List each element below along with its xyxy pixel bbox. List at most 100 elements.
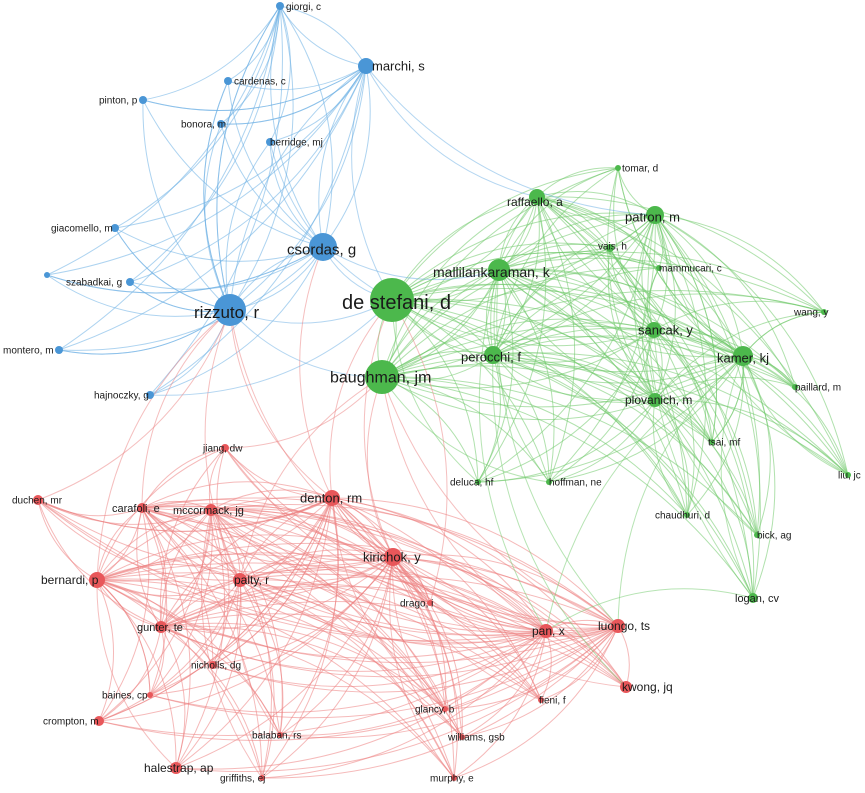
node-montero[interactable] [55,346,63,354]
edge-blue [365,65,538,198]
edge-green [492,354,656,403]
node-sancak[interactable] [646,322,662,338]
node-raffaello[interactable] [529,189,545,205]
node-deluca[interactable] [475,479,481,485]
edge-red [175,630,547,770]
node-berridge[interactable] [266,138,274,146]
edge-red [141,507,394,567]
node-label-patron: patron, m [625,210,680,225]
node-giorgi[interactable] [276,2,284,10]
node-paillard[interactable] [792,384,798,390]
node-label-crompton: crompton, m [43,717,99,728]
node-liu[interactable] [845,472,851,478]
node-glancy[interactable] [442,706,448,712]
node-label-kirichok: kirichok, y [363,550,421,565]
node-label-jiang: jiang, dw [202,444,243,455]
edge-red [239,376,383,581]
node-label-cardenas: cardenas, c [234,77,286,88]
node-denton[interactable] [324,490,340,506]
edge-green [492,214,656,356]
node-label-mccormack: mccormack, jg [173,505,244,517]
node-baughman[interactable] [365,360,399,394]
node-duchen[interactable] [33,495,43,505]
node-plovanich[interactable] [648,393,662,407]
node-jiang[interactable] [221,444,229,452]
node-rizzuto[interactable] [214,294,246,326]
node-tsai[interactable] [709,439,715,445]
node-mccormack[interactable] [205,504,217,516]
node-csordas[interactable] [309,233,337,261]
node-mallilankaraman[interactable] [488,259,510,281]
node-murphy[interactable] [451,775,457,781]
node-hajnoczky[interactable] [146,391,154,399]
node-label-giacomello: giacomello, m [51,224,113,235]
node-drago[interactable] [427,600,433,606]
node-perocchi[interactable] [484,346,502,364]
node-luongo[interactable] [611,619,625,633]
edge-green [498,243,611,271]
edge-red [96,579,162,628]
node-label-pan: pan, x [532,624,565,638]
edge-green [492,354,758,536]
edge-red [141,481,333,509]
node-mammucari[interactable] [656,265,662,271]
edge-green [536,196,849,476]
node-tomar[interactable] [615,165,621,171]
edge-green [742,355,849,476]
node-pan[interactable] [539,624,553,638]
node-carafoli[interactable] [137,503,147,513]
node-kwong[interactable] [620,681,632,693]
network-nodes [33,2,851,781]
edge-red [329,299,393,499]
node-label-destefani: de stefani, d [342,292,451,314]
node-bernardi[interactable] [89,572,105,588]
node-gunter[interactable] [155,621,167,633]
node-patron[interactable] [646,206,664,224]
edge-red [141,507,168,696]
edge-green [686,355,745,516]
node-williams[interactable] [459,734,465,740]
node-palty[interactable] [233,573,247,587]
node-bick[interactable] [754,532,760,538]
node-vais[interactable] [606,244,614,252]
edge-red [96,556,394,603]
node-label-perocchi: perocchi, f [461,350,521,365]
node-kamer[interactable] [733,346,753,366]
node-szabadkai[interactable] [126,278,134,286]
node-label-raffaello: raffaello, a [507,195,563,209]
edge-green [653,329,758,536]
node-hoffman[interactable] [546,479,552,485]
node-label-mammucari: mammucari, c [659,264,722,275]
edge-green [545,355,744,632]
node-wang[interactable] [821,309,827,315]
edge-red [96,309,231,581]
node-label-chaudhuri: chaudhuri, d [655,511,710,522]
node-fieni[interactable] [538,697,544,703]
node-balaban[interactable] [277,732,283,738]
edge-red [96,579,177,769]
node-label-glancy: glancy, b [415,705,455,716]
edge-green [654,214,707,516]
node-logan[interactable] [748,593,758,603]
node-halestrap[interactable] [170,762,182,774]
edge-blue [46,5,281,276]
node-cardenas[interactable] [224,77,232,85]
node-bonora[interactable] [217,120,225,128]
edge-green [658,267,744,357]
node-nicholls[interactable] [209,661,217,669]
node-griffiths[interactable] [259,775,265,781]
edge-green [536,167,619,198]
node-giacomello[interactable] [111,224,119,232]
node-chaudhuri[interactable] [684,512,690,518]
node-unlabeled1[interactable] [44,272,50,278]
node-label-halestrap: halestrap, ap [144,761,214,775]
node-pinton[interactable] [139,96,147,104]
node-marchi[interactable] [358,58,374,74]
node-destefani[interactable] [370,278,414,322]
node-baines[interactable] [147,692,153,698]
edge-red [96,579,463,738]
node-kirichok[interactable] [384,548,402,566]
node-crompton[interactable] [94,716,104,726]
edge-red [149,509,213,696]
